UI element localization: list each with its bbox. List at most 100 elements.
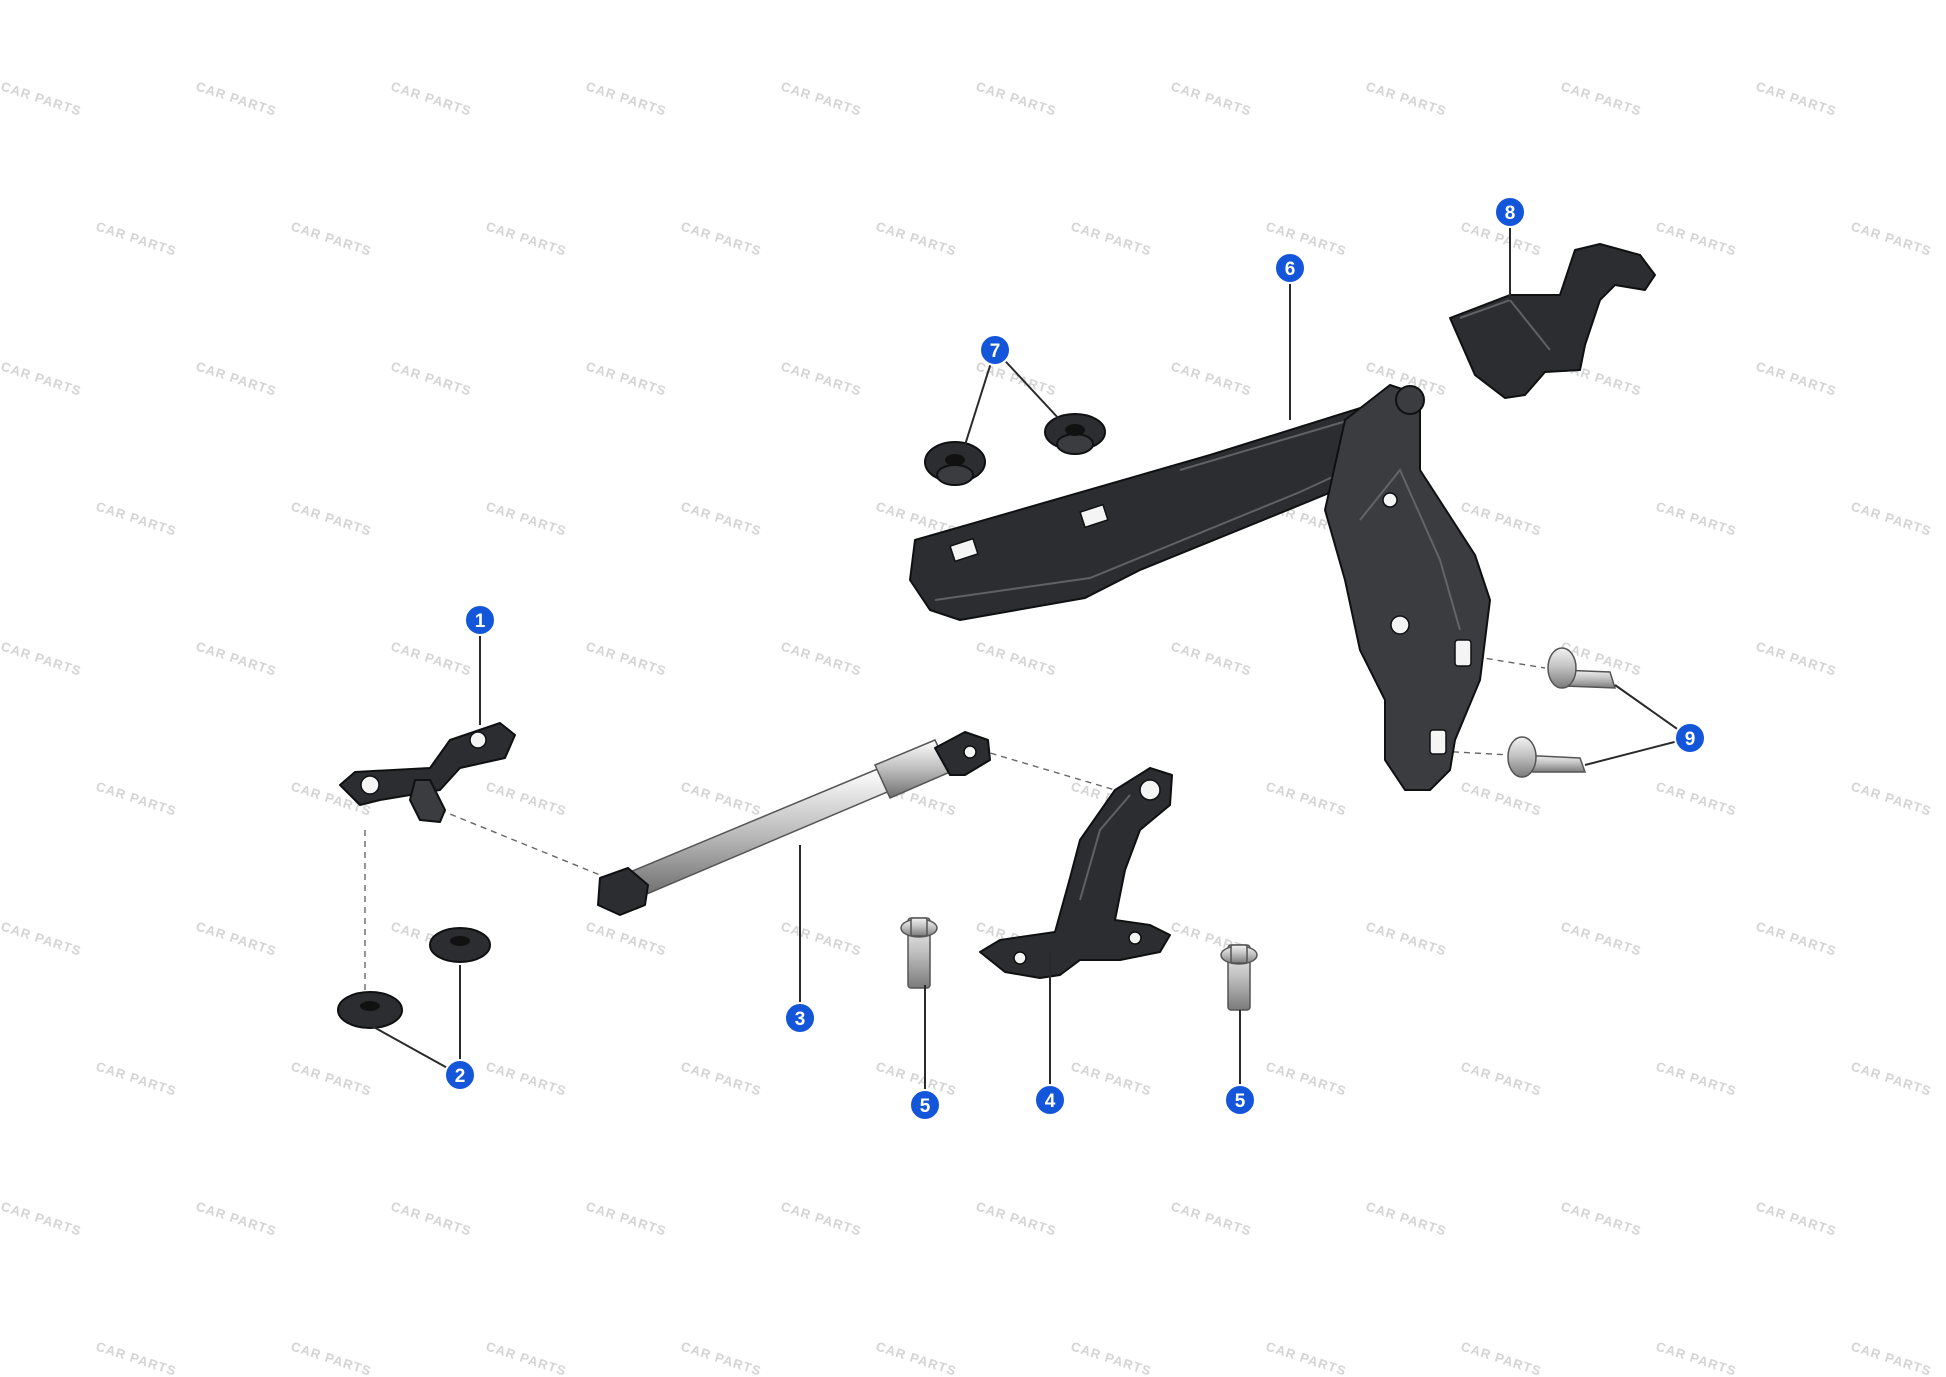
svg-text:3: 3 — [795, 1009, 806, 1030]
watermark-text: CAR PARTS — [1654, 219, 1738, 259]
watermark-text: CAR PARTS — [1559, 79, 1643, 119]
watermark-text: CAR PARTS — [1459, 1059, 1543, 1099]
watermark-text: CAR PARTS — [679, 1339, 763, 1377]
watermark-text: CAR PARTS — [1654, 499, 1738, 539]
watermark-text: CAR PARTS — [1849, 499, 1933, 539]
watermark-text: CAR PARTS — [1169, 359, 1253, 399]
watermark-text: CAR PARTS — [484, 219, 568, 259]
watermark-text: CAR PARTS — [1459, 499, 1543, 539]
callout-9[interactable]: 9 — [1674, 722, 1706, 754]
callout-2[interactable]: 2 — [444, 1059, 476, 1091]
watermark-text: CAR PARTS — [779, 919, 863, 959]
watermark-text: CAR PARTS — [779, 359, 863, 399]
callout-8[interactable]: 8 — [1494, 196, 1526, 228]
watermark-text: CAR PARTS — [1559, 919, 1643, 959]
watermark-text: CAR PARTS — [194, 359, 278, 399]
watermark-text: CAR PARTS — [1559, 1199, 1643, 1239]
watermark-text: CAR PARTS — [484, 1339, 568, 1377]
watermark-text: CAR PARTS — [874, 219, 958, 259]
watermark-text: CAR PARTS — [584, 1199, 668, 1239]
svg-text:8: 8 — [1505, 203, 1516, 224]
svg-text:4: 4 — [1045, 1091, 1056, 1112]
watermark-text: CAR PARTS — [0, 639, 83, 679]
watermark-text: CAR PARTS — [679, 779, 763, 819]
watermark-text: CAR PARTS — [289, 219, 373, 259]
svg-text:5: 5 — [920, 1096, 931, 1117]
watermark-text: CAR PARTS — [1459, 779, 1543, 819]
watermark-text: CAR PARTS — [679, 1059, 763, 1099]
svg-text:2: 2 — [455, 1066, 466, 1087]
watermark-text: CAR PARTS — [779, 639, 863, 679]
callout-5-left[interactable]: 5 — [909, 1089, 941, 1121]
watermark-text: CAR PARTS — [1459, 1339, 1543, 1377]
watermark-text: CAR PARTS — [1264, 1059, 1348, 1099]
part-3-gas-strut — [597, 731, 991, 916]
watermark-text: CAR PARTS — [1069, 219, 1153, 259]
svg-text:5: 5 — [1235, 1091, 1246, 1112]
watermark-text: CAR PARTS — [94, 1059, 178, 1099]
callout-3[interactable]: 3 — [784, 1002, 816, 1034]
watermark-text: CAR PARTS — [389, 359, 473, 399]
watermark-text: CAR PARTS — [779, 1199, 863, 1239]
watermark-text: CAR PARTS — [94, 779, 178, 819]
watermark-text: CAR PARTS — [484, 779, 568, 819]
callout-7[interactable]: 7 — [979, 334, 1011, 366]
watermark-text: CAR PARTS — [1069, 1339, 1153, 1377]
watermark-text: CAR PARTS — [1754, 1199, 1838, 1239]
watermark-text: CAR PARTS — [0, 359, 83, 399]
watermark-text: CAR PARTS — [584, 359, 668, 399]
watermark-text: CAR PARTS — [679, 499, 763, 539]
watermark-text: CAR PARTS — [584, 639, 668, 679]
watermark-text: CAR PARTS — [94, 499, 178, 539]
svg-text:9: 9 — [1685, 729, 1696, 750]
watermark-text: CAR PARTS — [389, 1199, 473, 1239]
watermark-text: CAR PARTS — [1654, 1059, 1738, 1099]
watermark-text: CAR PARTS — [974, 79, 1058, 119]
watermark-text: CAR PARTS — [1364, 1199, 1448, 1239]
part-6-hinge — [909, 384, 1491, 791]
watermark-text: CAR PARTS — [1849, 779, 1933, 819]
watermark-text: CAR PARTS — [679, 219, 763, 259]
watermark-text: CAR PARTS — [1264, 779, 1348, 819]
watermark-text: CAR PARTS — [1364, 919, 1448, 959]
svg-text:1: 1 — [475, 611, 486, 632]
watermark-text: CAR PARTS — [1169, 1199, 1253, 1239]
callout-5-right[interactable]: 5 — [1224, 1084, 1256, 1116]
watermark-text: CAR PARTS — [1754, 79, 1838, 119]
svg-text:6: 6 — [1285, 259, 1296, 280]
part-9-bolts — [1507, 647, 1617, 778]
watermark-text: CAR PARTS — [389, 79, 473, 119]
watermark-text: CAR PARTS — [0, 919, 83, 959]
watermark-text: CAR PARTS — [1754, 359, 1838, 399]
watermark-text: CAR PARTS — [0, 1199, 83, 1239]
watermark-text: CAR PARTS — [194, 919, 278, 959]
watermark-text: CAR PARTS — [0, 79, 83, 119]
watermark-text: CAR PARTS — [1754, 639, 1838, 679]
watermark-text: CAR PARTS — [1849, 1339, 1933, 1377]
callout-4[interactable]: 4 — [1034, 1084, 1066, 1116]
watermark-text: CAR PARTS — [289, 1059, 373, 1099]
callout-6[interactable]: 6 — [1274, 252, 1306, 284]
watermark-text: CAR PARTS — [289, 1339, 373, 1377]
watermark-text: CAR PARTS — [584, 79, 668, 119]
watermark-text: CAR PARTS — [1169, 639, 1253, 679]
watermark-text: CAR PARTS — [874, 1339, 958, 1377]
watermark-text: CAR PARTS — [1654, 779, 1738, 819]
part-7-grommets — [924, 413, 1106, 486]
watermark-text: CAR PARTS — [289, 499, 373, 539]
watermark-text: CAR PARTS — [94, 1339, 178, 1377]
part-5-bolts — [900, 917, 1258, 1011]
part-8-hook-bracket — [1449, 243, 1656, 399]
watermark-text: CAR PARTS — [94, 219, 178, 259]
watermark-text: CAR PARTS — [484, 1059, 568, 1099]
watermark-text: CAR PARTS — [1364, 79, 1448, 119]
watermark-text: CAR PARTS — [584, 919, 668, 959]
watermark-text: CAR PARTS — [1849, 219, 1933, 259]
part-2-washers — [337, 927, 491, 1029]
callout-1[interactable]: 1 — [464, 604, 496, 636]
watermark-text: CAR PARTS — [389, 639, 473, 679]
watermark-text: CAR PARTS — [1264, 219, 1348, 259]
watermark-text: CAR PARTS — [1654, 1339, 1738, 1377]
watermark-text: CAR PARTS — [1754, 919, 1838, 959]
svg-text:7: 7 — [990, 341, 1001, 362]
